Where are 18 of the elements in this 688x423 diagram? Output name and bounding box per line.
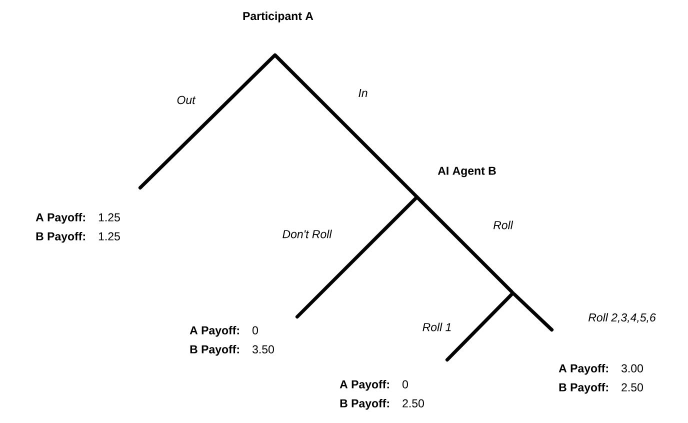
player-label: AI Agent B	[438, 166, 496, 178]
edge-label: Don't Roll	[281, 228, 333, 240]
branch-line	[512, 292, 554, 332]
branch-line	[445, 292, 514, 362]
player-label: Participant A	[243, 12, 314, 22]
payoff-label: A Payoff: 1.25 B Payoff: 1.25	[36, 212, 120, 243]
edge-label: In	[357, 88, 369, 98]
payoff-label: A Payoff: 0 B Payoff: 2.50	[340, 380, 424, 410]
branch-line	[415, 195, 514, 294]
edge-label: Roll	[492, 220, 514, 230]
edge-label: Roll 2,3,4,5,6	[587, 312, 657, 324]
branch-line	[273, 53, 419, 199]
edge-label: Out	[176, 94, 196, 106]
edge-label: Roll 1	[421, 322, 453, 332]
branch-line	[295, 195, 419, 319]
branch-line	[138, 53, 277, 190]
payoff-label: A Payoff: 3.00 B Payoff: 2.50	[558, 364, 643, 394]
payoff-label: A Payoff: 0 B Payoff: 3.50	[190, 326, 274, 356]
